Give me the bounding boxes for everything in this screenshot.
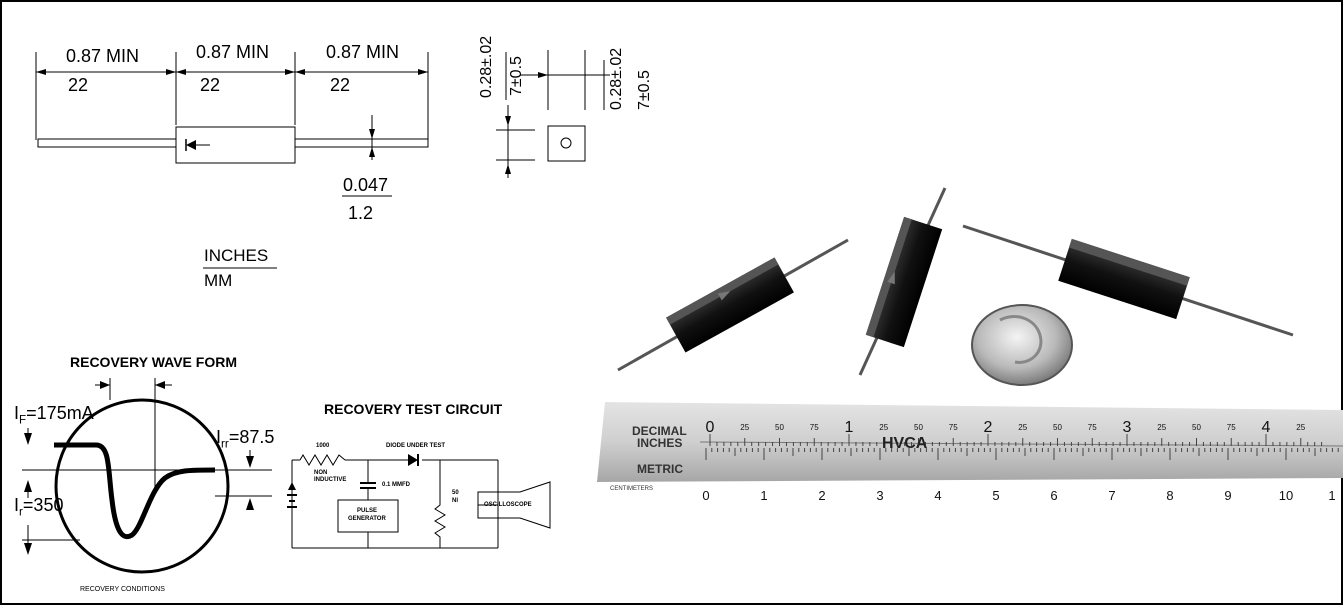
diode2-body [865, 216, 943, 348]
ruler-cm-label: 8 [1166, 488, 1173, 503]
recovery-trace [54, 442, 216, 540]
pulse-label-2: GENERATOR [348, 516, 386, 522]
lead-diameter-mm: 1.2 [348, 203, 374, 223]
dim2-inches: 0.87 MIN [196, 42, 270, 62]
ruler-inch-minor-label: 50 [1192, 423, 1201, 432]
ruler-inch-minor-label: 25 [740, 423, 749, 432]
ruler-metric: METRIC [637, 462, 683, 476]
resistor1-note1: NON [314, 470, 328, 476]
diode3-body [1058, 238, 1190, 320]
units-mm: MM [204, 271, 233, 290]
dim3-mm: 22 [330, 75, 351, 95]
resistor2-value: 50 [452, 490, 459, 496]
ruler-cm-label: 1 [760, 488, 767, 503]
ruler-inch-label: 0 [706, 419, 715, 436]
diode-label: DIODE UNDER TEST [386, 443, 446, 449]
ruler-inch-minor-label: 50 [914, 423, 923, 432]
ruler-cm-label: 5 [992, 488, 999, 503]
ruler-cm-label: 9 [1224, 488, 1231, 503]
ruler-inch-minor-label: 25 [1296, 423, 1305, 432]
diode1-body [666, 257, 794, 353]
ruler-brand: HVCA [882, 435, 928, 452]
resistor2-unit: NI [452, 498, 458, 504]
pulse-label-1: PULSE [357, 508, 378, 514]
ruler-decimal-1: DECIMAL [632, 424, 687, 438]
ruler-cm-label: 10 [1279, 488, 1293, 503]
ruler-cm-label: 0 [702, 488, 709, 503]
ruler-inch-label: 1 [845, 419, 854, 436]
dim1-inches: 0.87 MIN [66, 46, 140, 66]
units-inches: INCHES [204, 246, 269, 265]
ruler-inch-minor-label: 75 [1088, 423, 1097, 432]
ruler-inch-minor-label: 75 [810, 423, 819, 432]
capacitor-label: 0.1 MMFD [382, 482, 411, 488]
dim2-mm: 22 [200, 75, 221, 95]
resistor-50 [434, 460, 446, 548]
dim1-mm: 22 [68, 75, 89, 95]
ruler-inch-minor-label: 75 [1227, 423, 1236, 432]
lead-right [294, 138, 429, 148]
circuit-title: RECOVERY TEST CIRCUIT [324, 401, 503, 417]
irr-label: Irr=87.5 [216, 427, 275, 451]
ruler-cm-label: 7 [1108, 488, 1115, 503]
dim3-inches: 0.87 MIN [326, 42, 400, 62]
resistor1-note2: INDUCTIVE [314, 477, 347, 483]
if-label: IF=175mA [14, 403, 94, 427]
ruler-cm-label: 2 [818, 488, 825, 503]
ruler-inch-minor-label: 75 [949, 423, 958, 432]
ruler-centimeters: CENTIMETERS [610, 486, 654, 492]
ruler-inch-minor-label: 25 [879, 423, 888, 432]
ir-label: Ir=350 [14, 495, 64, 519]
ruler-body [597, 402, 1343, 482]
ruler-inch-minor-label: 25 [1157, 423, 1166, 432]
ruler-cm-label: 6 [1050, 488, 1057, 503]
end-view-body [547, 125, 586, 162]
waveform-title: RECOVERY WAVE FORM [70, 354, 237, 370]
dime-coin [971, 304, 1073, 386]
resistor-1000 [299, 454, 346, 466]
scope-circle [54, 398, 230, 574]
end-view-lead [560, 137, 572, 149]
ruler-inch-minor-label: 50 [1053, 423, 1062, 432]
ruler-decimal-2: INCHES [637, 436, 683, 450]
ruler-inch-minor-label: 25 [1018, 423, 1027, 432]
ruler-inch-label: 3 [1123, 419, 1132, 436]
diode-symbol [408, 454, 418, 466]
ruler-cm-label: 3 [876, 488, 883, 503]
ruler-inch-label: 2 [984, 419, 993, 436]
oscilloscope-label: OSCILLOSCOPE [484, 502, 532, 508]
ruler-inch-minor-label: 50 [775, 423, 784, 432]
oscilloscope-shape [477, 481, 551, 529]
ruler-inch-label: 4 [1262, 419, 1271, 436]
ruler-cm-label: 4 [934, 488, 941, 503]
resistor1-value: 1000 [316, 443, 330, 449]
lead-diameter-inches: 0.047 [343, 175, 389, 195]
waveform-caption: RECOVERY CONDITIONS [80, 586, 165, 593]
ruler-cm-label: 1 [1328, 488, 1335, 503]
